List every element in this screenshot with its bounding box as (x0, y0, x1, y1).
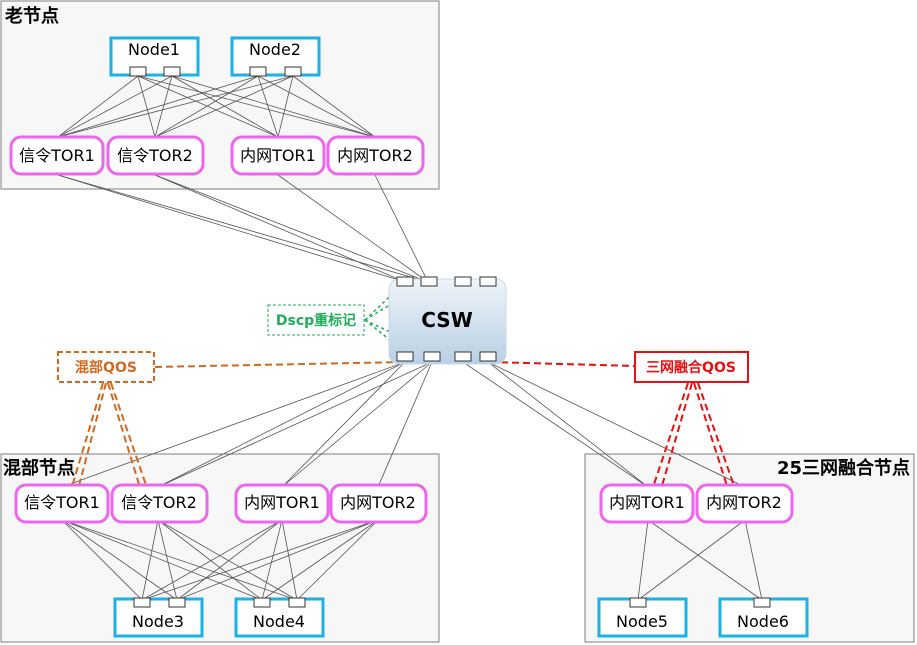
csw-port (396, 351, 414, 362)
csw-port (454, 276, 472, 287)
node5-label: Node5 (616, 612, 668, 631)
dscp-annotation: Dscp重标记 (276, 312, 356, 329)
fusion-group-links (637, 519, 763, 601)
mixed-signal-tor2: 信令TOR2 (110, 483, 209, 524)
node3-label: Node3 (132, 612, 184, 631)
csw-label: CSW (421, 308, 473, 332)
old-intranet-tor2: 内网TOR2 (326, 135, 425, 176)
node3: Node3 (113, 597, 204, 638)
mixed-signal-tor1: 信令TOR1 (14, 483, 110, 524)
mixed-intranet-tor1-label: 内网TOR1 (244, 493, 320, 512)
mixed-qos-connectors (61, 361, 406, 521)
node5: Node5 (597, 597, 688, 638)
fusion-nodes-title: 25三网融合节点 (777, 457, 910, 479)
csw-port (420, 276, 438, 287)
old-intranet-tor2-label: 内网TOR2 (337, 146, 413, 165)
mixed-group-links (61, 519, 379, 601)
old-signal-tor2-label: 信令TOR2 (117, 146, 193, 165)
fusion-qos-connectors (489, 361, 747, 521)
dscp-annotation-box (267, 304, 365, 336)
old-group-links (57, 75, 376, 138)
csw-port (396, 276, 414, 287)
node2: Node2 (230, 36, 321, 77)
fusion-qos-annotation: 三网融合QOS (646, 359, 736, 376)
mixed-qos-box (57, 351, 155, 383)
csw-switch: CSW (388, 276, 507, 365)
mixed-intranet-tor2-label: 内网TOR2 (340, 493, 416, 512)
old-signal-tor1: 信令TOR1 (9, 135, 105, 176)
mixed-intranet-tor2: 内网TOR2 (329, 483, 428, 524)
old-signal-tor2: 信令TOR2 (106, 135, 205, 176)
node4: Node4 (234, 597, 325, 638)
fusion-qos-box (634, 351, 749, 383)
fusion-intranet-tor2-label: 内网TOR2 (706, 493, 782, 512)
fusion-intranet-tor1: 内网TOR1 (599, 483, 695, 524)
mixed-nodes-title: 混部节点 (3, 457, 75, 479)
old-intranet-tor1-label: 内网TOR1 (240, 146, 316, 165)
fusion-intranet-tor2: 内网TOR2 (695, 483, 794, 524)
csw-port (479, 351, 497, 362)
node1: Node1 (109, 36, 200, 77)
mixed-signal-tor2-label: 信令TOR2 (121, 493, 197, 512)
node6-label: Node6 (737, 612, 789, 631)
node4-label: Node4 (253, 612, 305, 631)
old-intranet-tor1: 内网TOR1 (230, 135, 326, 176)
mixed-group-uplinks (61, 361, 433, 488)
mixed-nodes-group (0, 453, 440, 643)
fusion-group-uplinks (462, 361, 746, 488)
mixed-signal-tor1-label: 信令TOR1 (24, 493, 100, 512)
old-group-uplinks (57, 174, 429, 283)
old-signal-tor1-label: 信令TOR1 (19, 146, 95, 165)
csw-port (423, 351, 441, 362)
old-nodes-title: 老节点 (5, 5, 59, 27)
csw-port (454, 351, 472, 362)
fusion-intranet-tor1-label: 内网TOR1 (609, 493, 685, 512)
node6: Node6 (718, 597, 809, 638)
node1-label: Node1 (128, 40, 180, 59)
node2-label: Node2 (249, 40, 301, 59)
mixed-qos-annotation: 混部QOS (75, 359, 137, 376)
csw-port (479, 276, 497, 287)
mixed-intranet-tor1: 内网TOR1 (234, 483, 330, 524)
